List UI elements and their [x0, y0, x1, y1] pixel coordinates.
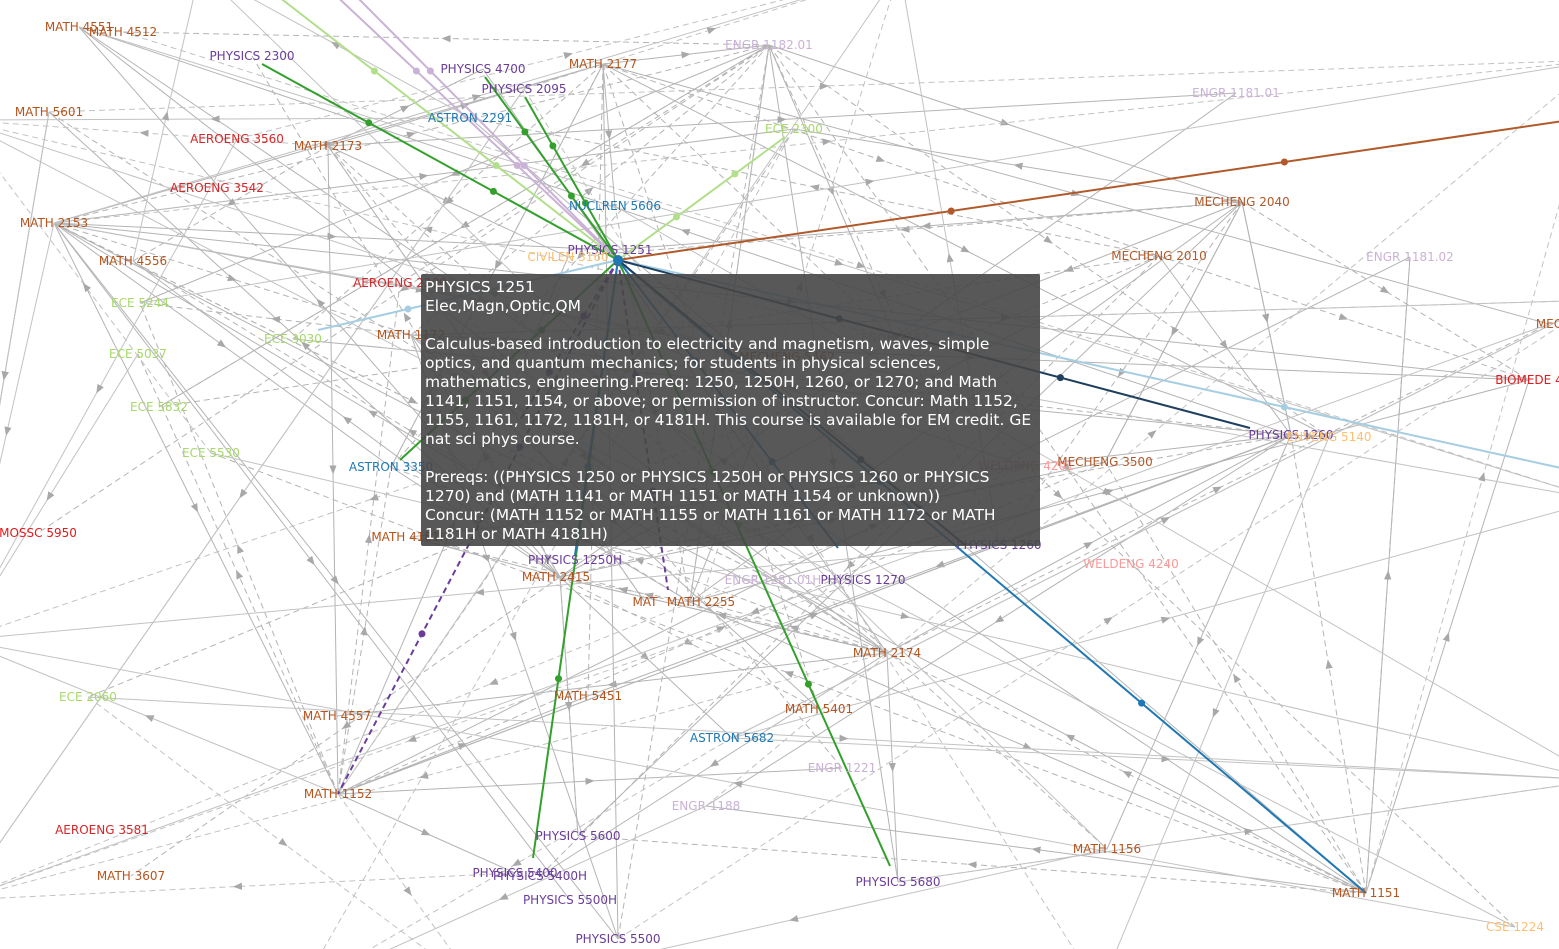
course-node-label[interactable]: PHYSICS 5680 — [855, 875, 940, 889]
course-node-label[interactable]: MAT — [633, 595, 659, 609]
tooltip-description: Calculus-based introduction to electrici… — [425, 335, 1032, 448]
tooltip-subtitle: Elec,Magn,Optic,QM — [425, 297, 581, 315]
course-node-label[interactable]: MOSSC 5950 — [0, 526, 77, 540]
course-node-label[interactable]: PHYSICS 5500 — [575, 932, 660, 946]
course-node-label[interactable]: MECHENG 2040 — [1194, 195, 1290, 209]
course-node-label[interactable]: MECHENG 3500 — [1057, 455, 1153, 469]
course-node-label[interactable]: ENGR 1221 — [808, 761, 877, 775]
course-node-label[interactable]: ENGR 1281.01H — [725, 573, 822, 587]
course-node-label[interactable]: MATH 2174 — [853, 646, 921, 660]
course-node-label[interactable]: PHYSICS 1251 — [567, 243, 652, 257]
course-node-label[interactable]: MATH 5601 — [15, 105, 83, 119]
tooltip-prereqs: Prereqs: ((PHYSICS 1250 or PHYSICS 1250H… — [425, 468, 990, 505]
course-node-label[interactable]: ECE 5244 — [111, 296, 169, 310]
course-node-label[interactable]: ASTRON 3350 — [349, 460, 433, 474]
course-node-label[interactable]: MATH 4512 — [89, 25, 157, 39]
course-node-label[interactable]: PHYSICS 4700 — [440, 62, 525, 76]
tooltip-spacer — [425, 449, 1036, 468]
course-node-label[interactable]: MATH 4551 — [45, 20, 113, 34]
course-node-label[interactable]: PHYSICS 1270 — [820, 573, 905, 587]
course-node-label[interactable]: CIVILEN 3160 — [527, 250, 608, 264]
tooltip-spacer — [425, 316, 1036, 335]
course-node-label[interactable]: MATH 2153 — [20, 216, 88, 230]
course-node-label[interactable]: MATH 2177 — [569, 57, 637, 71]
course-tooltip: PHYSICS 1251 Elec,Magn,Optic,QM Calculus… — [421, 274, 1040, 546]
course-node-label[interactable]: ECE 3030 — [264, 332, 322, 346]
course-node-label[interactable]: ECE 2060 — [59, 690, 117, 704]
course-node-label[interactable]: AEROENG 3542 — [170, 181, 264, 195]
course-node-label[interactable]: BIOMEDE 4 — [1495, 373, 1559, 387]
course-node-label[interactable]: AEROENG 3581 — [55, 823, 149, 837]
course-node-label[interactable]: ASTRON 2291 — [428, 111, 512, 125]
tooltip-concur: Concur: (MATH 1152 or MATH 1155 or MATH … — [425, 506, 996, 543]
course-node-label[interactable]: MEC — [1536, 317, 1559, 331]
course-node-label[interactable]: PHYSICS 1250H — [528, 553, 622, 567]
course-node-label[interactable]: ENGR 1181.02 — [1366, 250, 1454, 264]
course-node-label[interactable]: PHYSICS 5500H — [523, 893, 617, 907]
course-node-label[interactable]: ENVENG 5140 — [1287, 430, 1372, 444]
course-node-label[interactable]: MATH 2415 — [522, 570, 590, 584]
course-node-label[interactable]: CSE 1224 — [1486, 920, 1544, 934]
course-node-label[interactable]: PHYSICS 2300 — [209, 49, 294, 63]
course-node-label[interactable]: MECHENG 2010 — [1111, 249, 1207, 263]
course-node-label[interactable]: PHYSICS 5400 — [472, 866, 557, 880]
course-node-label[interactable]: AEROENG 3560 — [190, 132, 284, 146]
course-node-label[interactable]: ECE 5530 — [182, 446, 240, 460]
course-node-label[interactable]: ENGR 1182.01 — [725, 38, 813, 52]
course-node-label[interactable]: MATH 3607 — [97, 869, 165, 883]
course-node-label[interactable]: MATH 2255 — [667, 595, 735, 609]
course-node-label[interactable]: MATH 2173 — [294, 139, 362, 153]
course-node-label[interactable]: ECE 5037 — [109, 347, 167, 361]
tooltip-title: PHYSICS 1251 — [425, 278, 535, 296]
course-node-label[interactable]: MATH 1156 — [1073, 842, 1141, 856]
course-node-label[interactable]: ECE 5832 — [130, 400, 188, 414]
course-node-label[interactable]: NUCLREN 5606 — [569, 199, 661, 213]
course-node-label[interactable]: MATH 5451 — [554, 689, 622, 703]
course-node-label[interactable]: MATH 1152 — [304, 787, 372, 801]
course-node-label[interactable]: ASTRON 5682 — [690, 731, 774, 745]
course-node-label[interactable]: MATH 1151 — [1332, 886, 1400, 900]
course-node-label[interactable]: MATH 4557 — [303, 709, 371, 723]
course-node-label[interactable]: ENGR 1181.01 — [1192, 86, 1280, 100]
course-node-label[interactable]: PHYSICS 5600 — [535, 829, 620, 843]
course-node-label[interactable]: MATH 4556 — [99, 254, 167, 268]
course-node-label[interactable]: WELDENG 4240 — [1083, 557, 1179, 571]
course-node-label[interactable]: PHYSICS 5400H — [493, 869, 587, 883]
course-node-label[interactable]: ENGR 1188 — [672, 799, 741, 813]
course-node-label[interactable]: ECE 2300 — [765, 122, 823, 136]
course-node-label[interactable]: PHYSICS 2095 — [481, 82, 566, 96]
course-node-label[interactable]: MATH 5401 — [785, 702, 853, 716]
course-node-label[interactable]: PHYSICS 1260 — [1248, 428, 1333, 442]
